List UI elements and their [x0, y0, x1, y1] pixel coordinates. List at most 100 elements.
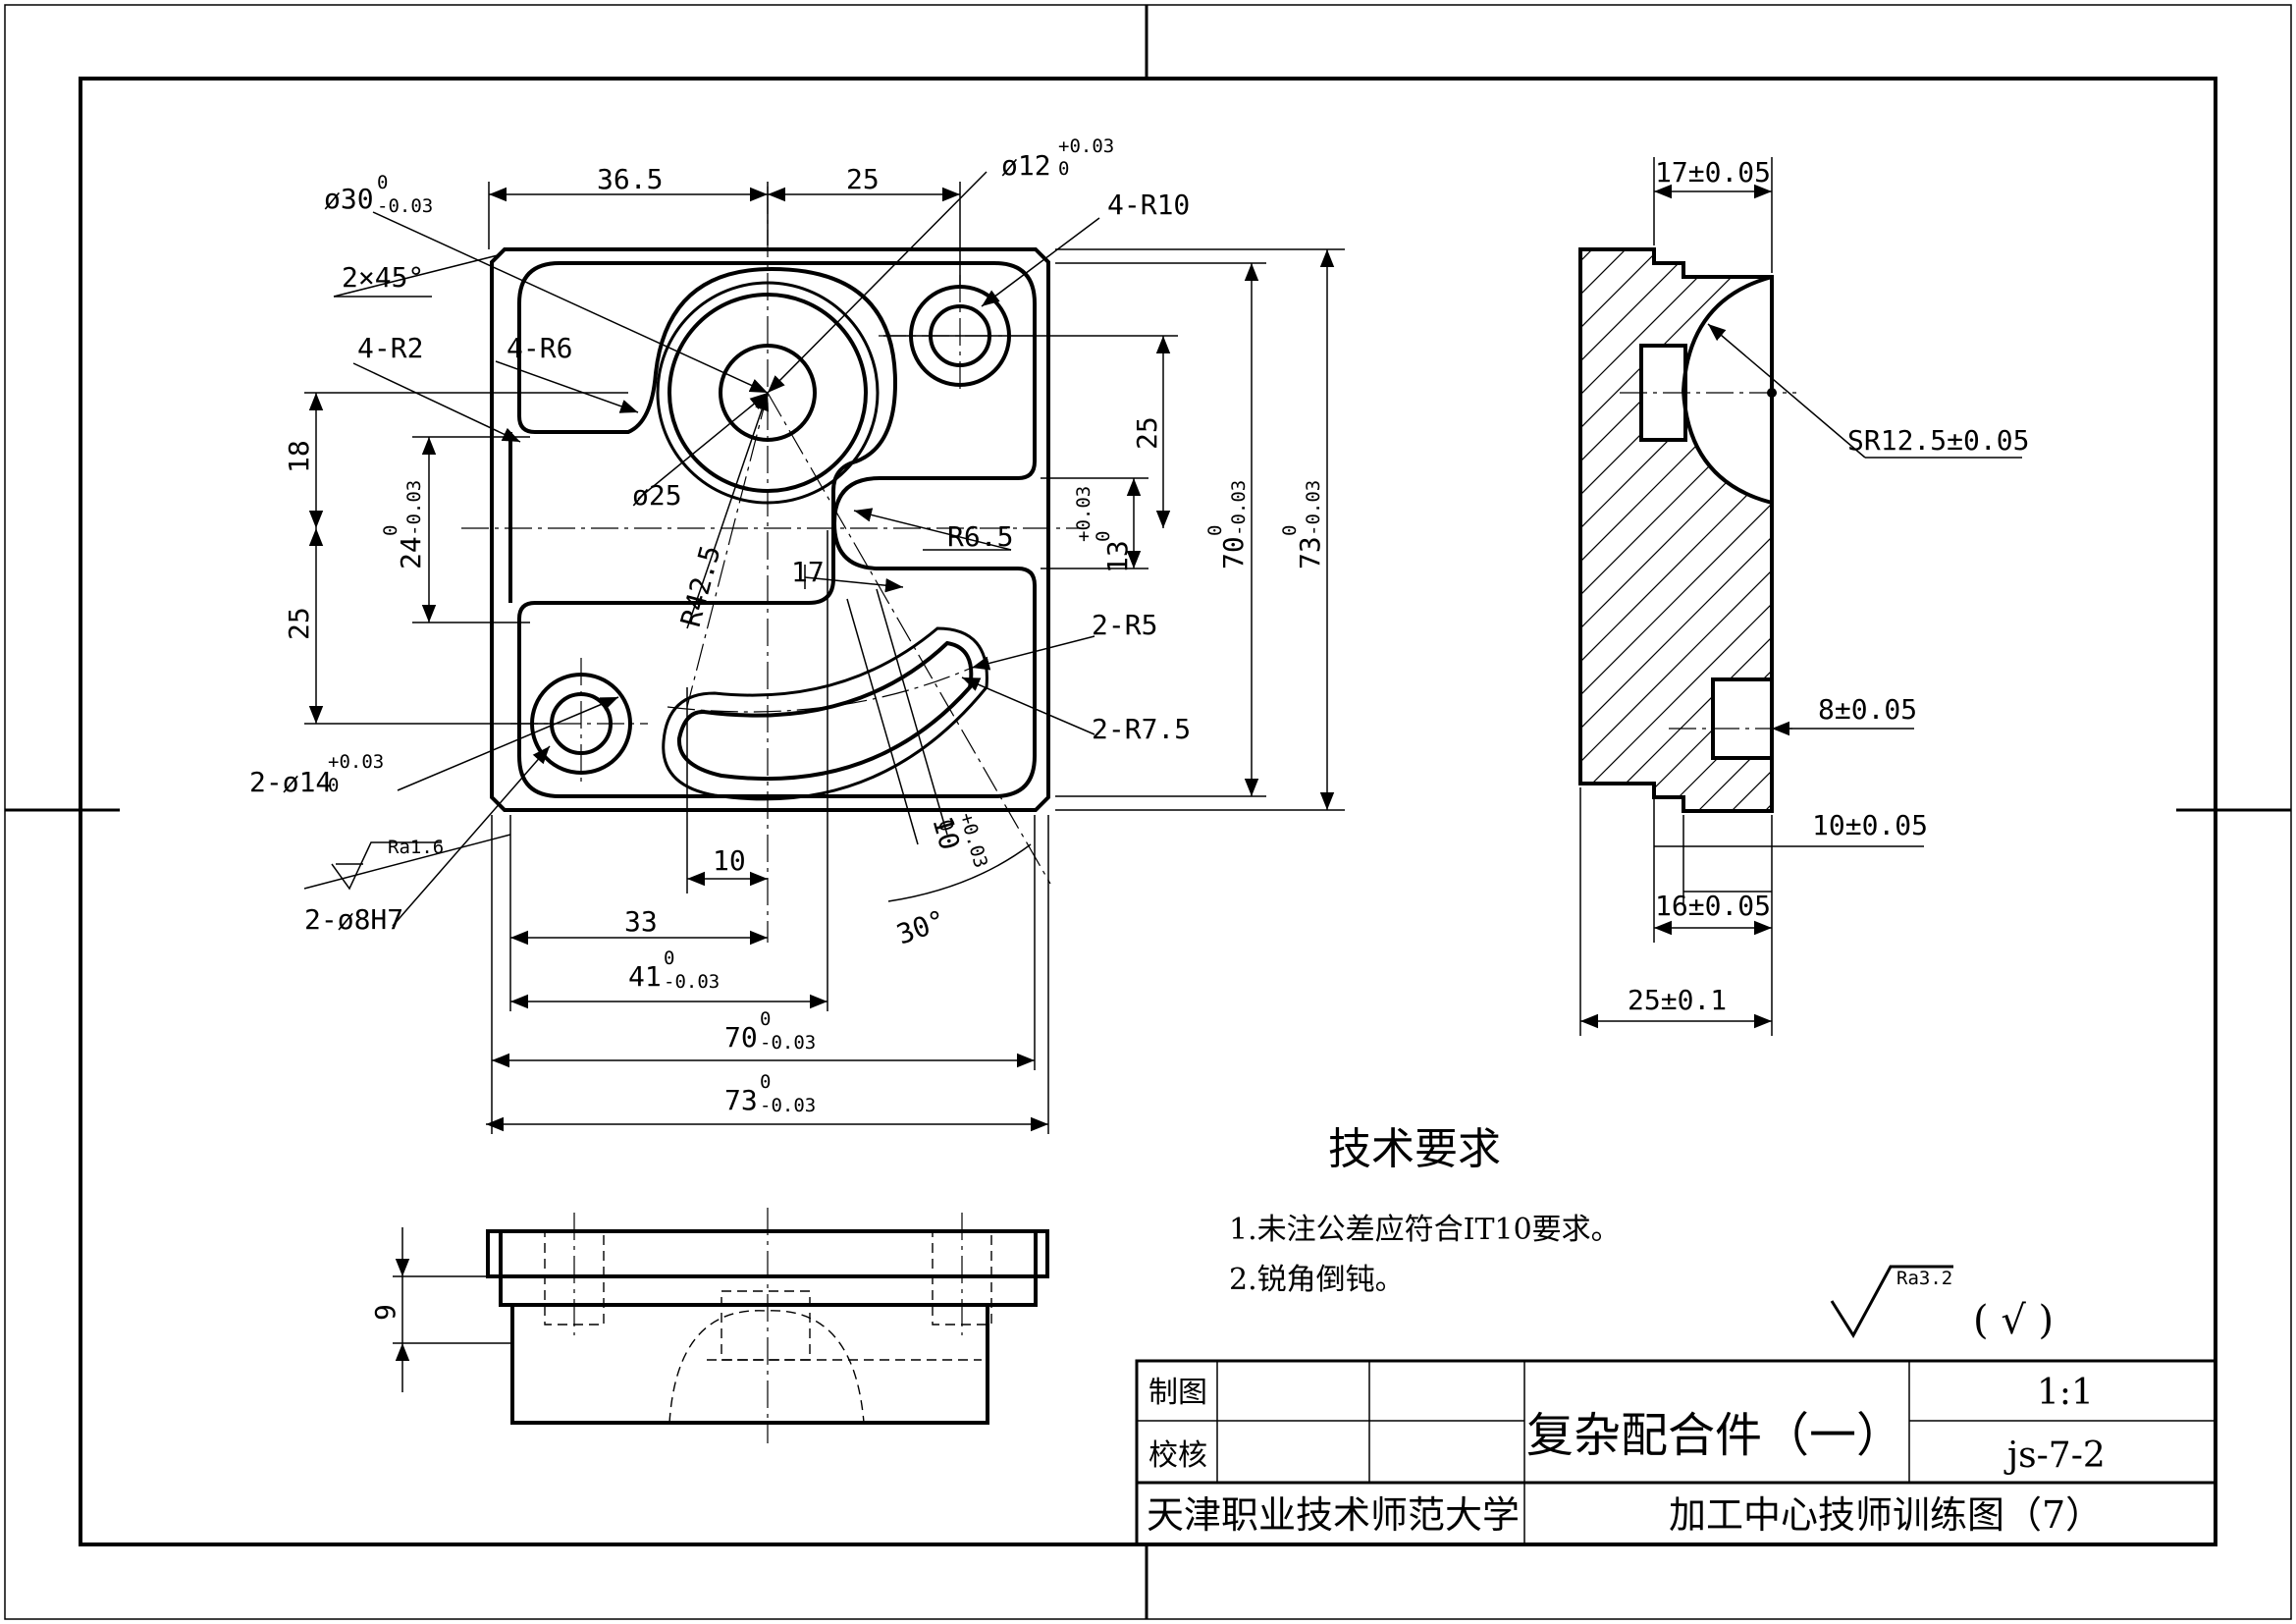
- dim-r5: 2-R5: [1092, 609, 1157, 641]
- surface-note: ( √ ): [1973, 1298, 2054, 1343]
- title-checked-label: 校核: [1148, 1438, 1207, 1473]
- title-scale: 1:1: [2037, 1373, 2094, 1413]
- dim-70-right-up: 0: [1204, 525, 1226, 536]
- dim-73-bottom-lo: -0.03: [760, 1095, 816, 1116]
- section-dimensions: 17±0.05 SR12.5±0.05 8±0.05 10±0.05 16±0.…: [1579, 156, 2029, 1036]
- dim-front-9: 9: [369, 1304, 401, 1321]
- dim-73-right: 73: [1294, 536, 1326, 569]
- hatch-line: [1785, 236, 2296, 825]
- dim-sec-25: 25±0.1: [1628, 984, 1727, 1016]
- dim-18: 18: [283, 440, 315, 473]
- dim-13: 13: [1101, 540, 1134, 573]
- dim-dia30: ø30: [324, 183, 374, 215]
- dim-dia25: ø25: [632, 479, 682, 512]
- hatch-line: [1580, 249, 1772, 811]
- dim-36-5: 36.5: [597, 163, 663, 195]
- tech-line-2: 2.锐角倒钝。: [1229, 1263, 1405, 1297]
- dim-70-bottom: 70: [724, 1021, 758, 1054]
- hatch-line: [1580, 249, 1772, 811]
- dim-dia12: ø12: [1001, 149, 1051, 182]
- dim-33: 33: [624, 905, 658, 938]
- dim-13-up: +0.03: [1073, 486, 1095, 542]
- dim-sec-8: 8±0.05: [1818, 693, 1917, 726]
- dim-d14-lo: 0: [328, 775, 339, 796]
- title-school: 天津职业技术师范大学: [1147, 1493, 1520, 1537]
- hatch-line: [2052, 236, 2296, 825]
- dim-70-bottom-lo: -0.03: [760, 1032, 816, 1054]
- hatch-line: [1580, 249, 1740, 811]
- dim-ra1-6: Ra1.6: [388, 837, 444, 858]
- tech-title: 技术要求: [1328, 1124, 1501, 1174]
- dim-24-lo: -0.03: [403, 480, 425, 536]
- hatch-line: [1918, 236, 2296, 825]
- dim-17: 17: [791, 556, 825, 588]
- hatch-line: [2118, 236, 2296, 825]
- hatch-line: [1580, 249, 1772, 811]
- dim-r7-5: 2-R7.5: [1092, 713, 1191, 745]
- dim-sec-17: 17±0.05: [1655, 156, 1771, 189]
- technical-requirements: 技术要求 1.未注公差应符合IT10要求。 2.锐角倒钝。: [1229, 1124, 1621, 1297]
- dim-73-bottom-up: 0: [760, 1071, 771, 1093]
- hatch-line: [1580, 249, 1772, 811]
- dim-24: 24: [395, 536, 427, 569]
- dim-73-bottom: 73: [724, 1084, 758, 1116]
- hatch-line: [1580, 249, 1772, 811]
- dim-d8h7: 2-ø8H7: [304, 903, 403, 936]
- hatch-line: [1885, 236, 2296, 825]
- dim-sec-sr: SR12.5±0.05: [1847, 424, 2029, 457]
- section-view: [984, 236, 2296, 825]
- dim-r2: 4-R2: [357, 332, 423, 364]
- hatch-line: [2185, 236, 2296, 825]
- title-drawing-title: 加工中心技师训练图（7）: [1669, 1493, 2103, 1537]
- title-drawing-no: js-7-2: [2003, 1435, 2106, 1476]
- hatch-line: [1851, 236, 2296, 825]
- dim-chamfer: 2×45°: [342, 261, 424, 294]
- dim-70-right: 70: [1217, 536, 1250, 569]
- hatch-line: [1818, 236, 2296, 825]
- surface-ra: Ra3.2: [1896, 1268, 1952, 1289]
- dim-dia12-lo: 0: [1058, 158, 1069, 180]
- hatch-line: [2152, 236, 2296, 825]
- dim-25-top: 25: [846, 163, 880, 195]
- front-view: 9: [369, 1208, 1049, 1443]
- hatch-line: [2085, 236, 2296, 825]
- hatch-line: [2252, 236, 2296, 825]
- title-part-name: 复杂配合件（一）: [1526, 1408, 1903, 1463]
- hatch-line: [2218, 236, 2296, 825]
- plan-view: [461, 187, 1080, 943]
- dim-sec-10: 10±0.05: [1812, 809, 1928, 841]
- plan-dimensions: [303, 171, 1345, 1134]
- dim-41-lo: -0.03: [664, 971, 720, 993]
- tech-line-1: 1.未注公差应符合IT10要求。: [1229, 1213, 1621, 1247]
- hatch-line: [1985, 236, 2296, 825]
- dim-24-up: 0: [380, 525, 401, 536]
- dim-dia30-up: 0: [377, 172, 388, 193]
- hatch-line: [1717, 249, 1772, 811]
- hatch-line: [2018, 236, 2296, 825]
- hatch-line: [1580, 249, 1707, 811]
- dim-r10: 4-R10: [1107, 189, 1190, 221]
- title-block: 制图 校核 复杂配合件（一） 1:1 js-7-2 天津职业技术师范大学 加工中…: [1135, 1359, 2217, 1546]
- dim-30-deg: 30°: [892, 903, 950, 950]
- hatch-line: [1580, 249, 1772, 811]
- dim-70-bottom-up: 0: [760, 1008, 771, 1030]
- dim-25-right: 25: [1131, 416, 1163, 450]
- dim-70-right-lo: -0.03: [1228, 480, 1250, 536]
- hatch-line: [1580, 249, 1772, 811]
- plan-dimension-text: 36.5 25 ø30 0 -0.03 ø12 +0.03 0 4-R10 2×…: [249, 135, 1326, 1116]
- dim-10-bottom: 10: [713, 844, 746, 877]
- dim-r6-5: R6.5: [947, 520, 1013, 553]
- dim-41-up: 0: [664, 947, 674, 969]
- dim-13-lo: 0: [1093, 531, 1114, 542]
- dim-d14-up: +0.03: [328, 751, 384, 773]
- dim-25-left: 25: [283, 607, 315, 640]
- dim-dia30-lo: -0.03: [377, 195, 433, 217]
- title-drawn-label: 制图: [1148, 1376, 1207, 1410]
- dim-73-right-up: 0: [1279, 525, 1301, 536]
- hatch-line: [1583, 249, 1772, 811]
- dim-41: 41: [628, 960, 662, 993]
- hatch-line: [1951, 236, 2296, 825]
- hatch-line: [1580, 249, 1772, 811]
- hatch-line: [984, 236, 1573, 825]
